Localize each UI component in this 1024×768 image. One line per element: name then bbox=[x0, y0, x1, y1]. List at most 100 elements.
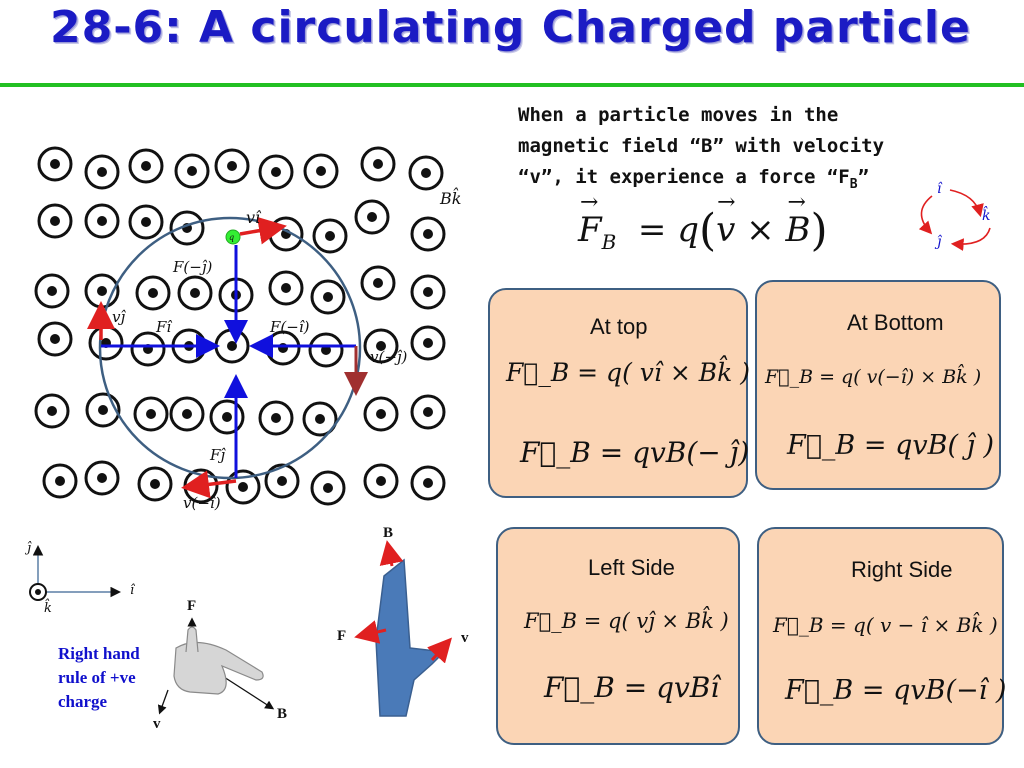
top-velocity-arrow bbox=[239, 216, 287, 245]
cycle-j-label: ĵ bbox=[934, 233, 943, 250]
field-dot-center bbox=[376, 476, 386, 486]
field-dot-center bbox=[423, 338, 433, 348]
box-right-eq2: F⃗_B = qvB(−î ) bbox=[785, 675, 1007, 706]
desc-line-2: magnetic field “B” with velocity bbox=[518, 135, 885, 157]
caption-line-2: rule of +ve bbox=[58, 668, 136, 687]
field-label: Bk̂ bbox=[439, 188, 461, 208]
label-top-velocity: vî bbox=[246, 208, 262, 227]
caption-line-3: charge bbox=[58, 692, 108, 711]
box-top-eq2: F⃗_B = qvB(− ĵ) bbox=[520, 436, 750, 469]
label-right-force: F(−î) bbox=[269, 318, 310, 336]
field-dot-center bbox=[423, 287, 433, 297]
axis-j-label: ĵ bbox=[24, 541, 32, 556]
label-top-force: F(−ĵ) bbox=[172, 258, 212, 276]
field-dot-center bbox=[50, 334, 60, 344]
field-dot-center bbox=[323, 483, 333, 493]
label-left-velocity: vĵ bbox=[112, 308, 126, 326]
field-dot-center bbox=[423, 407, 433, 417]
box-at-bottom: At Bottom F⃗_B = q( v(−î) × Bk̂ ) F⃗_B =… bbox=[755, 280, 1001, 490]
hand-v-label: v bbox=[153, 716, 161, 732]
field-dot-center bbox=[367, 212, 377, 222]
charged-particle bbox=[225, 229, 241, 245]
box-right-eq1: F⃗_B = q( v − î × Bk̂ ) bbox=[773, 613, 998, 637]
hand-F-label: F bbox=[187, 598, 197, 614]
box-left-head: Left Side bbox=[588, 555, 675, 580]
box-bottom-eq2: F⃗_B = qvB( ĵ ) bbox=[787, 430, 995, 461]
field-dot-center bbox=[50, 216, 60, 226]
right-hand-caption: Right hand rule of +ve charge bbox=[58, 642, 178, 714]
box-bottom-eq1: F⃗_B = q( v(−î) × Bk̂ ) bbox=[765, 366, 982, 388]
axis-k-label: k̂ bbox=[44, 598, 52, 616]
field-dot-center bbox=[373, 278, 383, 288]
field-dot-center bbox=[222, 412, 232, 422]
force-shape bbox=[354, 540, 452, 717]
field-dot-center bbox=[50, 159, 60, 169]
field-dot-center bbox=[187, 166, 197, 176]
cycle-k-label: k̂ bbox=[982, 205, 990, 224]
field-dot-center bbox=[97, 473, 107, 483]
box-left-eq2: F⃗_B = qvBî bbox=[544, 671, 720, 704]
box-right-head: Right Side bbox=[851, 557, 953, 582]
box-top-head: At top bbox=[590, 314, 648, 339]
right-hand-sketch bbox=[157, 617, 275, 715]
field-dot-center bbox=[148, 288, 158, 298]
field-dot-center bbox=[190, 288, 200, 298]
box-bottom-head: At Bottom bbox=[847, 310, 944, 335]
box-at-top: At top F⃗_B = q( vî × Bk̂ ) F⃗_B = qvB(−… bbox=[488, 288, 750, 498]
field-dot-center bbox=[376, 409, 386, 419]
field-dot-center bbox=[150, 479, 160, 489]
field-dot-center bbox=[141, 161, 151, 171]
box-top-eq1: F⃗_B = q( vî × Bk̂ ) bbox=[506, 358, 750, 387]
field-dot-center bbox=[421, 168, 431, 178]
field-dot-center bbox=[325, 231, 335, 241]
field-dot-center bbox=[423, 229, 433, 239]
cycle-i-label: î bbox=[937, 181, 943, 197]
field-dot-center bbox=[271, 167, 281, 177]
field-dot-center bbox=[277, 476, 287, 486]
slide-title: 28-6: A circulating Charged particle bbox=[50, 2, 971, 53]
field-dot-center bbox=[146, 409, 156, 419]
field-dot-center bbox=[281, 283, 291, 293]
label-right-velocity: v(−ĵ) bbox=[370, 348, 408, 366]
field-dot-center bbox=[98, 405, 108, 415]
field-dot-center bbox=[227, 161, 237, 171]
field-dot-center bbox=[238, 482, 248, 492]
box-right-side: Right Side F⃗_B = q( v − î × Bk̂ ) F⃗_B … bbox=[757, 527, 1007, 745]
field-dot-center bbox=[271, 413, 281, 423]
unit-vector-cycle: î k̂ ĵ bbox=[918, 181, 991, 252]
bottom-velocity-arrow bbox=[181, 470, 237, 499]
field-dot-center bbox=[47, 286, 57, 296]
field-dot-center bbox=[141, 217, 151, 227]
field-dot-center bbox=[47, 406, 57, 416]
coordinate-axes: ĵ î k̂ bbox=[24, 541, 136, 616]
desc-line-1: When a particle moves in the bbox=[518, 104, 839, 126]
box-left-eq1: F⃗_B = q( vĵ × Bk̂ ) bbox=[524, 609, 729, 633]
axis-i-label: î bbox=[130, 583, 136, 598]
field-dot-center bbox=[316, 166, 326, 176]
field-dot-center bbox=[323, 292, 333, 302]
box-left-side: Left Side F⃗_B = q( vĵ × Bk̂ ) F⃗_B = qv… bbox=[496, 527, 740, 745]
description-text: When a particle moves in the magnetic fi… bbox=[518, 100, 938, 200]
desc-line-3: “v”, it experience a force “FB” bbox=[518, 166, 870, 192]
field-dot-center bbox=[423, 478, 433, 488]
field-dot-center bbox=[55, 476, 65, 486]
field-dot-center bbox=[315, 414, 325, 424]
hand-B-label: B bbox=[277, 706, 288, 722]
caption-line-1: Right hand bbox=[58, 644, 140, 663]
title-divider bbox=[0, 83, 1024, 87]
main-equation: F→B = q(v→ × B→) bbox=[578, 190, 828, 256]
field-dot-center bbox=[97, 167, 107, 177]
field-dot-center bbox=[97, 286, 107, 296]
field-dot-center bbox=[376, 341, 386, 351]
label-left-force: Fî bbox=[155, 318, 172, 336]
field-dot-center bbox=[97, 216, 107, 226]
shape-F-label: F bbox=[337, 628, 347, 644]
label-bottom-velocity: v(−î) bbox=[183, 494, 221, 512]
shape-v-label: v bbox=[461, 630, 469, 646]
magnetic-field-dots bbox=[34, 146, 446, 506]
particle-label: q bbox=[229, 233, 234, 242]
field-dot-center bbox=[182, 409, 192, 419]
field-dot-center bbox=[227, 341, 237, 351]
field-dot-center bbox=[373, 159, 383, 169]
